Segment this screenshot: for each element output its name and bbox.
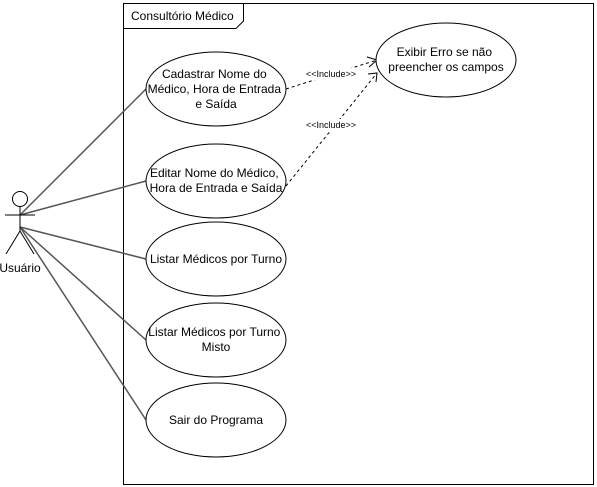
association-editar	[19, 180, 147, 216]
use-case-label: Exibir Erro se não preencher os campos	[388, 45, 503, 74]
use-case-label: Listar Médicos por Turno	[150, 252, 282, 266]
use-case-cadastrar[interactable]: Cadastrar Nome do Médico, Hora de Entrad…	[145, 51, 287, 127]
use-case-line: Médico, Hora de Entrada	[148, 82, 282, 96]
use-case-line: preencher os campos	[388, 60, 503, 74]
association-listar-turno	[19, 226, 147, 260]
actor-head	[12, 191, 28, 207]
use-case-line: Editar Nome do Médico,	[150, 166, 279, 180]
use-case-exibir-erro[interactable]: Exibir Erro se não preencher os campos	[375, 22, 517, 98]
include-arrowhead-editar	[367, 72, 378, 83]
use-case-line: Exibir Erro se não	[397, 45, 493, 59]
system-title: Consultório Médico	[131, 9, 234, 23]
use-case-line: Listar Médicos por Turno	[148, 325, 280, 339]
associations	[19, 88, 147, 421]
include-line-cadastrar	[285, 59, 378, 90]
use-case-line: e Saída	[195, 97, 237, 111]
association-sair	[19, 226, 147, 421]
use-case-line: Misto	[202, 340, 231, 354]
system-title-tab	[123, 3, 244, 29]
association-listar-misto	[19, 226, 147, 341]
use-case-editar[interactable]: Editar Nome do Médico, Hora de Entrada e…	[145, 143, 287, 219]
include-label-cadastrar: <<Include>>	[306, 69, 356, 79]
use-case-label: Listar Médicos por Turno Misto	[148, 325, 283, 354]
use-case-listar-misto[interactable]: Listar Médicos por Turno Misto	[145, 302, 287, 378]
association-cadastrar	[19, 88, 147, 216]
include-label-editar: <<Include>>	[306, 120, 356, 130]
use-case-label: Cadastrar Nome do Médico, Hora de Entrad…	[148, 67, 285, 111]
include-label-bg-2	[300, 119, 363, 131]
use-case-listar-turno[interactable]: Listar Médicos por Turno	[145, 221, 287, 297]
actor-usuario[interactable]	[5, 191, 35, 255]
actor-right-leg	[19, 230, 35, 255]
use-case-sair[interactable]: Sair do Programa	[145, 382, 287, 458]
use-case-label: Editar Nome do Médico, Hora de Entrada e…	[150, 166, 283, 195]
include-label-bg-1	[300, 68, 363, 80]
use-case-line: Hora de Entrada e Saída	[150, 181, 283, 195]
actor-name: Usuário	[0, 261, 41, 275]
use-case-label: Sair do Programa	[169, 413, 263, 427]
actor-left-leg	[5, 230, 21, 255]
use-case-line: Cadastrar Nome do	[162, 67, 267, 81]
